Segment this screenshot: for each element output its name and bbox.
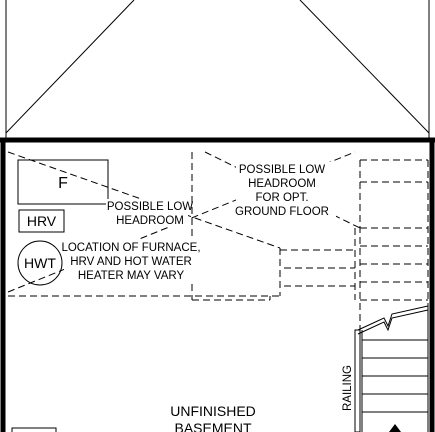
headroom-right-line-3: FOR OPT. bbox=[255, 192, 308, 204]
stair-lower-solid bbox=[361, 310, 429, 432]
exterior-walls bbox=[0, 137, 435, 432]
hrv-unit: HRV bbox=[18, 209, 65, 233]
room-name-line-1: UNFINISHED bbox=[170, 403, 256, 419]
headroom-left-line-2: HEADROOM bbox=[116, 215, 184, 227]
railing bbox=[354, 329, 361, 432]
location-note-line-3: HEATER MAY VARY bbox=[78, 270, 185, 282]
stair-direction-arrow-icon bbox=[389, 424, 401, 432]
location-note-line-1: LOCATION OF FURNACE, bbox=[61, 242, 200, 254]
stair-break-line bbox=[357, 305, 429, 335]
headroom-right-line-1: POSSIBLE LOW bbox=[239, 164, 325, 176]
railing-label: RAILING bbox=[342, 365, 354, 411]
wall-stub bbox=[11, 427, 57, 432]
headroom-left-line-1: POSSIBLE LOW bbox=[107, 201, 193, 213]
headroom-right-line-4: GROUND FLOOR bbox=[235, 206, 329, 218]
hot-water-tank: HWT bbox=[17, 240, 63, 286]
location-note-line-2: HRV AND HOT WATER bbox=[70, 256, 192, 268]
furnace-label: F bbox=[58, 175, 68, 192]
roof-outline bbox=[5, 0, 430, 138]
hwt-label: HWT bbox=[24, 255, 56, 271]
room-name-line-2: BASEMENT bbox=[174, 420, 251, 432]
hrv-label: HRV bbox=[27, 213, 57, 229]
stair-upper-dashed bbox=[359, 159, 429, 330]
furnace: F bbox=[17, 159, 109, 205]
headroom-right-line-2: HEADROOM bbox=[248, 178, 316, 190]
